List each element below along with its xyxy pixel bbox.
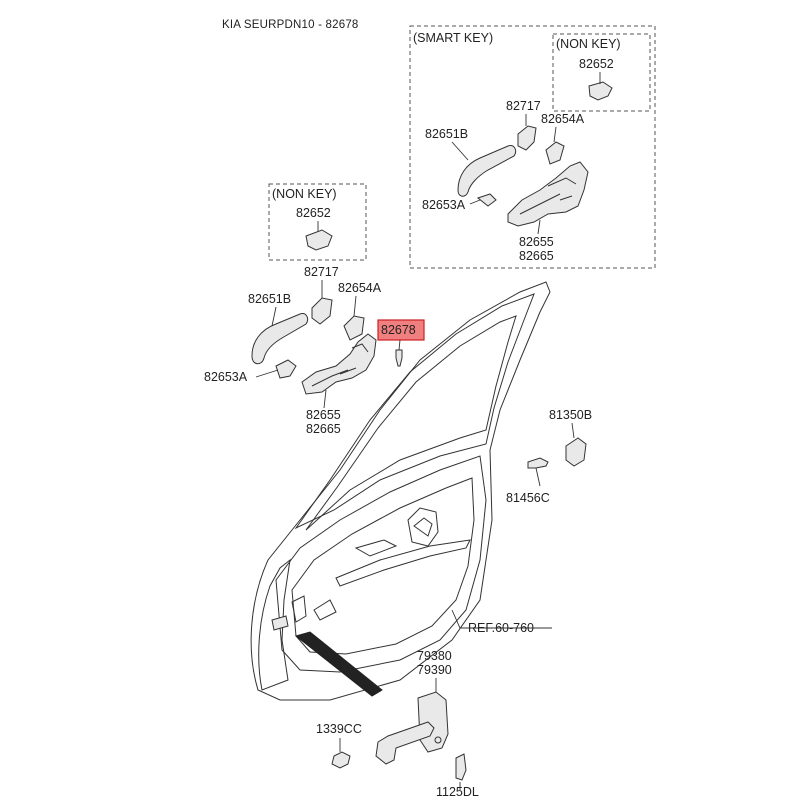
leader-82654a-smart bbox=[553, 126, 557, 143]
striker-81350b bbox=[565, 437, 587, 467]
part-label-82654a-smart: 82654A bbox=[541, 112, 585, 126]
part-label-79390: 79390 bbox=[417, 663, 452, 677]
leader-82653a-main bbox=[255, 369, 279, 378]
outside-handle-main bbox=[251, 313, 309, 365]
part-label-82717-smart: 82717 bbox=[506, 99, 541, 113]
part-label-82652-smart: 82652 bbox=[579, 57, 614, 71]
part-label-82678[interactable]: 82678 bbox=[381, 323, 416, 337]
leader-ref bbox=[451, 609, 552, 629]
handle-base-detail-main bbox=[311, 343, 369, 387]
nut-1339cc bbox=[331, 751, 351, 769]
handle-base-assembly-smart bbox=[507, 161, 589, 227]
leader-82654a-main bbox=[353, 295, 357, 317]
main-non-key-title: (NON KEY) bbox=[272, 187, 337, 201]
part-label-82655-main: 82655 bbox=[306, 408, 341, 422]
ref-label: REF.60-760 bbox=[468, 621, 534, 635]
smart-key-group-box bbox=[409, 25, 656, 269]
screw-82678 bbox=[395, 349, 403, 367]
part-label-1339cc: 1339CC bbox=[316, 722, 362, 736]
highlight-box-82678[interactable] bbox=[377, 319, 425, 341]
leader-82655-smart bbox=[537, 219, 541, 235]
bolt-1125dl bbox=[455, 753, 467, 781]
part-label-81456c: 81456C bbox=[506, 491, 550, 505]
bolt-81456c bbox=[527, 457, 549, 469]
leader-82653a-smart bbox=[469, 199, 481, 205]
part-label-82652-main: 82652 bbox=[296, 206, 331, 220]
part-label-1125dl: 1125DL bbox=[436, 785, 479, 799]
leader-81456c bbox=[535, 467, 541, 487]
part-label-79380: 79380 bbox=[417, 649, 452, 663]
handle-gasket-rear-main bbox=[343, 315, 365, 341]
part-label-82653a-main: 82653A bbox=[204, 370, 248, 384]
part-label-82655-smart: 82655 bbox=[519, 235, 554, 249]
part-label-82717-main: 82717 bbox=[304, 265, 339, 279]
handle-gasket-front-main bbox=[311, 297, 333, 325]
handle-gasket-front-smart bbox=[517, 125, 537, 151]
door-checker bbox=[375, 691, 449, 765]
handle-base-assembly-main bbox=[301, 333, 377, 395]
diagram-title: KIA SEURPDN10 - 82678 bbox=[222, 19, 359, 31]
main-non-key-box bbox=[268, 183, 367, 261]
part-label-81350b: 81350B bbox=[549, 408, 592, 422]
key-cylinder-cover-main bbox=[305, 229, 333, 251]
leader-82651b-main bbox=[271, 306, 277, 327]
handle-cap-main bbox=[275, 359, 297, 379]
part-label-82665-smart: 82665 bbox=[519, 249, 554, 263]
part-label-82665-main: 82665 bbox=[306, 422, 341, 436]
outside-handle-smart bbox=[457, 145, 517, 197]
leader-82651b-smart bbox=[451, 141, 469, 161]
handle-base-detail-smart bbox=[519, 177, 577, 215]
part-label-82651b-main: 82651B bbox=[248, 292, 291, 306]
part-label-82651b-smart: 82651B bbox=[425, 127, 468, 141]
part-label-82654a-main: 82654A bbox=[338, 281, 382, 295]
handle-gasket-rear-smart bbox=[545, 141, 565, 165]
leader-82655-main bbox=[323, 389, 327, 409]
part-label-82653a-smart: 82653A bbox=[422, 198, 466, 212]
front-door-panel bbox=[250, 281, 551, 701]
smart-key-non-key-box bbox=[552, 33, 651, 112]
smart-key-group-title: (SMART KEY) bbox=[413, 31, 493, 45]
handle-cap-smart bbox=[476, 193, 497, 207]
key-cylinder-cover-smart bbox=[588, 81, 613, 101]
leader-82678 bbox=[398, 339, 401, 351]
smart-key-non-key-title: (NON KEY) bbox=[556, 37, 621, 51]
leader-81350b bbox=[571, 422, 575, 439]
